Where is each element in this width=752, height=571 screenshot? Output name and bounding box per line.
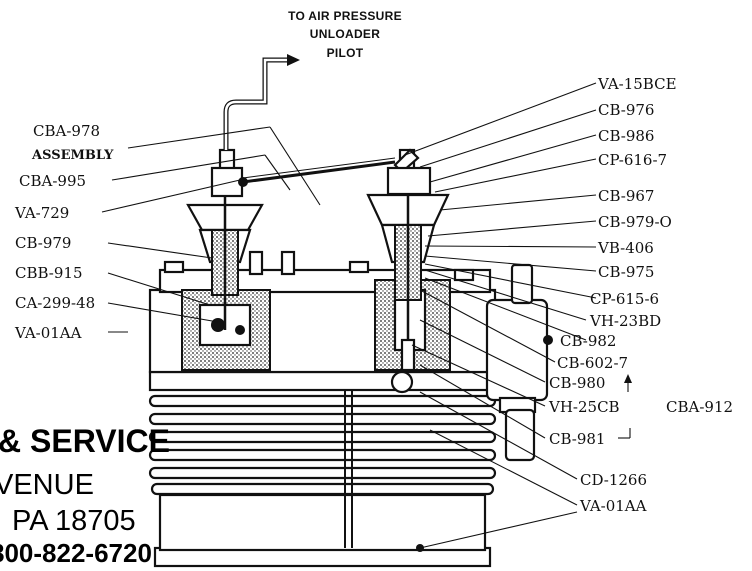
stamp-line-3: PA 18705 xyxy=(12,505,136,537)
label-va-01aa-right: VA-01AA xyxy=(579,497,647,515)
label-cb-602-7: CB-602-7 xyxy=(557,354,628,372)
stamp-line-4: 800-822-6720 xyxy=(0,538,152,568)
label-vb-406: VB-406 xyxy=(597,239,654,257)
title-line-2: UNLOADER xyxy=(310,27,380,41)
label-ca-299-48: CA-299-48 xyxy=(15,294,95,312)
label-va-729: VA-729 xyxy=(14,204,69,222)
label-cp-615-6: CP-615-6 xyxy=(590,290,659,308)
stamp-line-1: & SERVICE xyxy=(0,423,170,459)
label-va-15bce: VA-15BCE xyxy=(597,75,677,93)
side-filter xyxy=(504,408,536,462)
label-cb-975: CB-975 xyxy=(598,263,654,281)
label-cb-979: CB-979 xyxy=(15,234,71,252)
label-cba-912: CBA-912 xyxy=(666,398,733,416)
label-cb-981: CB-981 xyxy=(549,430,605,448)
label-cb-976: CB-976 xyxy=(598,101,654,119)
label-vh-23bd: VH-23BD xyxy=(589,312,661,330)
crankcase xyxy=(158,493,487,552)
left-unloader-valve xyxy=(186,148,264,330)
label-cd-1266: CD-1266 xyxy=(580,471,647,489)
side-drum xyxy=(485,298,549,402)
label-cp-616-7: CP-616-7 xyxy=(598,151,667,169)
label-cb-980: CB-980 xyxy=(549,374,605,392)
label-va-01aa-left: VA-01AA xyxy=(14,324,82,342)
head-flange xyxy=(148,370,497,392)
right-unloader-valve xyxy=(366,148,450,372)
label-cba-978: CBA-978 xyxy=(33,122,100,140)
label-cbb-915: CBB-915 xyxy=(15,264,83,282)
stamp-line-2: VENUE xyxy=(0,469,94,501)
title-line-3: PILOT xyxy=(327,46,364,60)
dealer-stamp: & SERVICE VENUE PA 18705 800-822-6720 xyxy=(0,423,170,568)
drain-plug xyxy=(390,370,414,394)
title-line-1: TO AIR PRESSURE xyxy=(288,9,402,23)
leader-lines-left xyxy=(101,126,321,333)
left-part-labels: CBA-978 ASSEMBLY CBA-995 VA-729 CB-979 C… xyxy=(14,122,114,342)
label-cb-967: CB-967 xyxy=(598,187,654,205)
leader-lines-right xyxy=(404,82,632,549)
pilot-title: TO AIR PRESSURE UNLOADER PILOT xyxy=(288,9,402,60)
right-part-labels: VA-15BCE CB-976 CB-986 CP-616-7 CB-967 C… xyxy=(548,75,733,515)
label-vh-25cb: VH-25CB xyxy=(548,398,620,416)
label-cba-995: CBA-995 xyxy=(19,172,86,190)
label-cb-979-o: CB-979-O xyxy=(598,213,672,231)
label-cb-986: CB-986 xyxy=(598,127,654,145)
cooling-fins xyxy=(148,394,497,496)
label-cb-982: CB-982 xyxy=(560,332,616,350)
compressor-body xyxy=(148,250,553,568)
label-assembly: ASSEMBLY xyxy=(31,148,114,163)
